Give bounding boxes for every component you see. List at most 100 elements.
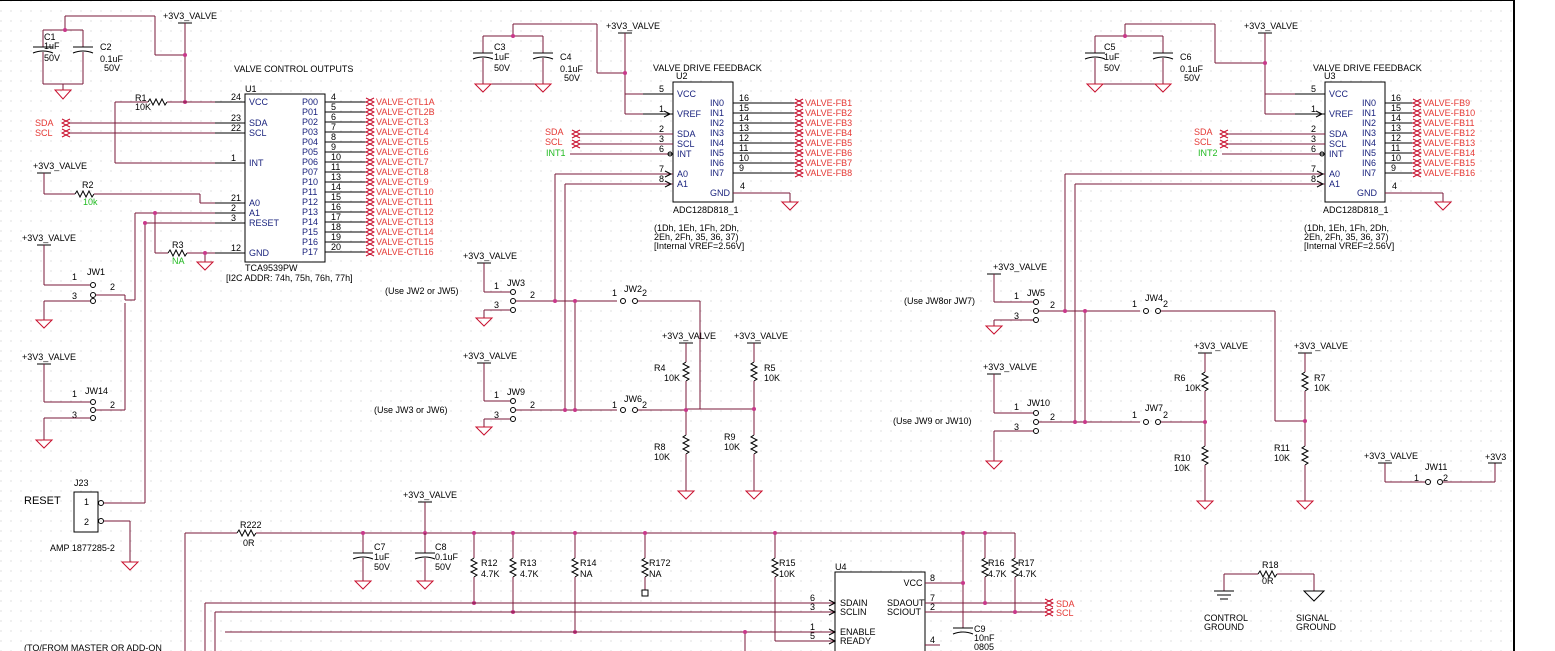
- jw10-pin2: 2: [1050, 412, 1055, 422]
- u3-right-pin-name: IN1: [1362, 108, 1376, 118]
- r5-value: 10K: [764, 373, 780, 383]
- jw9-pin3: 3: [494, 410, 499, 420]
- c7-ref: C7: [374, 542, 386, 552]
- c1-voltage: 50V: [44, 53, 60, 63]
- use-jw2-jw5-note: (Use JW2 or JW5): [385, 286, 459, 296]
- u2-right-pin-name: IN7: [710, 168, 724, 178]
- u3-right-net-label: VALVE-FB11: [1423, 118, 1475, 128]
- reset-label: RESET: [24, 495, 61, 507]
- u3-left-pin-number: 1: [1311, 104, 1316, 114]
- u1-right-pin-number: 7: [331, 122, 336, 132]
- u3-addr-line3: [Internal VREF=2.56V]: [1304, 241, 1394, 251]
- u2-gnd-pin-num: 4: [740, 181, 745, 191]
- u4-pin-number: 5: [810, 631, 815, 641]
- u3-addr-line1: (1Dh, 1Eh, 1Fh, 2Dh,: [1304, 223, 1389, 233]
- u2-right-net-flag: [793, 148, 805, 158]
- jw9-pin1: 1: [494, 390, 499, 400]
- u2-right-net-flag: [793, 138, 805, 148]
- vcc-label-jw14: +3V3_VALVE: [22, 352, 76, 362]
- u3-left-pin-number: 6: [1311, 144, 1316, 154]
- u4-section: R222 0R +3V3_VALVE C7 1uF 50V C8 0.1uF 5…: [24, 490, 1075, 651]
- jw14-pad1: [90, 399, 96, 405]
- u4-pin-number: 2: [930, 602, 935, 612]
- u2-left-pin-name: SDA: [677, 129, 696, 139]
- u1-right-net-label: VALVE-CTL11: [376, 197, 433, 207]
- r16-ref: R16: [988, 558, 1005, 568]
- u2-left-pin-name: SCL: [677, 139, 695, 149]
- u1-right-net-label: VALVE-CTL8: [376, 167, 429, 177]
- c2-voltage: 50V: [104, 63, 120, 73]
- u2-right-net-label: VALVE-FB5: [805, 138, 852, 148]
- u1-right-pin-name: P06: [302, 157, 318, 167]
- u2-left-pin-number: 5: [659, 84, 664, 94]
- u1-right-net-label: VALVE-CTL5: [376, 137, 429, 147]
- u1-right-pin-number: 16: [331, 202, 341, 212]
- jw14-pin2: 2: [110, 400, 115, 410]
- u3-gnd-pin-name: GND: [1357, 188, 1378, 198]
- u1-right-net-label: VALVE-CTL10: [376, 187, 434, 197]
- u3-right-net-flag: [1411, 98, 1423, 108]
- u1-right-net-label: VALVE-CTL16: [376, 247, 434, 257]
- u1-right-net-flag: [364, 197, 376, 207]
- u1-right-net-flag: [364, 167, 376, 177]
- u1-right-pin-number: 10: [331, 152, 341, 162]
- u1-right-pin-number: 18: [331, 222, 341, 232]
- resistor-r17: R17 4.7K: [1010, 533, 1037, 612]
- r6-value: 10K: [1185, 383, 1201, 393]
- to-from-master-note: (TO/FROM MASTER OR ADD-ON: [24, 643, 162, 651]
- jw11-ref: JW11: [1425, 462, 1447, 472]
- r2-ref: R2: [82, 180, 94, 190]
- jw9-ref: JW9: [507, 387, 525, 397]
- u2-right-net-label: VALVE-FB2: [805, 108, 852, 118]
- u1-left-pin-name: SDA: [249, 118, 268, 128]
- u3-right-pin-number: 9: [1391, 163, 1396, 173]
- u3-right-net-flag: [1411, 128, 1423, 138]
- u1-right-pin-name: P04: [302, 137, 318, 147]
- u2-left-pin-number: 3: [659, 134, 664, 144]
- use-jw3-jw6-note: (Use JW3 or JW6): [374, 405, 448, 415]
- c3-value: 1uF: [494, 52, 510, 62]
- u2-title: VALVE DRIVE FEEDBACK: [653, 63, 762, 73]
- u2-right-pin-name: IN2: [710, 118, 724, 128]
- r14-value: NA: [580, 569, 593, 579]
- u1-right-pin-number: 20: [331, 242, 341, 252]
- capacitor-c2: C2 0.1uF 50V: [72, 30, 124, 84]
- c6-value: 0.1uF: [1180, 64, 1204, 74]
- u2-left-pin-number: 1: [659, 104, 664, 114]
- c9-value: 10nF: [974, 633, 995, 643]
- jw7-ref: JW7: [1145, 403, 1163, 413]
- u3-right-net-flag: [1411, 158, 1423, 168]
- u1-left-pin-name: INT: [249, 158, 264, 168]
- vcc-label-r5: +3V3_VALVE: [734, 331, 788, 341]
- jw9-pin2: 2: [530, 400, 535, 410]
- jw1-pad3: [90, 298, 96, 304]
- u3-right-net-label: VALVE-FB15: [1423, 158, 1475, 168]
- r18-ref: R18: [1262, 560, 1279, 570]
- u1-right-pin-name: P00: [302, 97, 318, 107]
- u3-right-pin-name: IN5: [1362, 148, 1376, 158]
- u1-right-pin-name: P17: [302, 247, 318, 257]
- u1-right-net-label: VALVE-CTL13: [376, 217, 434, 227]
- u2-right-pin-number: 13: [739, 123, 749, 133]
- u3-part: ADC128D818_1: [1323, 205, 1389, 215]
- u3-right-pin-number: 13: [1391, 123, 1401, 133]
- u1-right-pin-name: P07: [302, 167, 318, 177]
- jw1-pin2: 2: [110, 282, 115, 292]
- u1-left-pin-number: 3: [231, 213, 236, 223]
- u2-left-pin-name: VCC: [677, 89, 697, 99]
- u4-sda-net: SDA: [1056, 599, 1075, 609]
- u1-sda-net: SDA: [35, 118, 54, 128]
- u1-right-pin-number: 15: [331, 192, 341, 202]
- u1-left-pin-name: RESET: [249, 218, 280, 228]
- u3-right-net-label: VALVE-FB10: [1423, 108, 1475, 118]
- u1-left-pin-number: 12: [231, 243, 241, 253]
- c8-voltage: 50V: [435, 562, 451, 572]
- u3-right-net-flag: [1411, 148, 1423, 158]
- jw1-pin1: 1: [72, 272, 77, 282]
- u4-pin-number: 7: [930, 593, 935, 603]
- capacitor-c6: C6 0.1uF 50V: [1152, 36, 1204, 84]
- jw14-pin1: 1: [72, 389, 77, 399]
- u2-right-net-flag: [793, 98, 805, 108]
- u1-right-net-flag: [364, 107, 376, 117]
